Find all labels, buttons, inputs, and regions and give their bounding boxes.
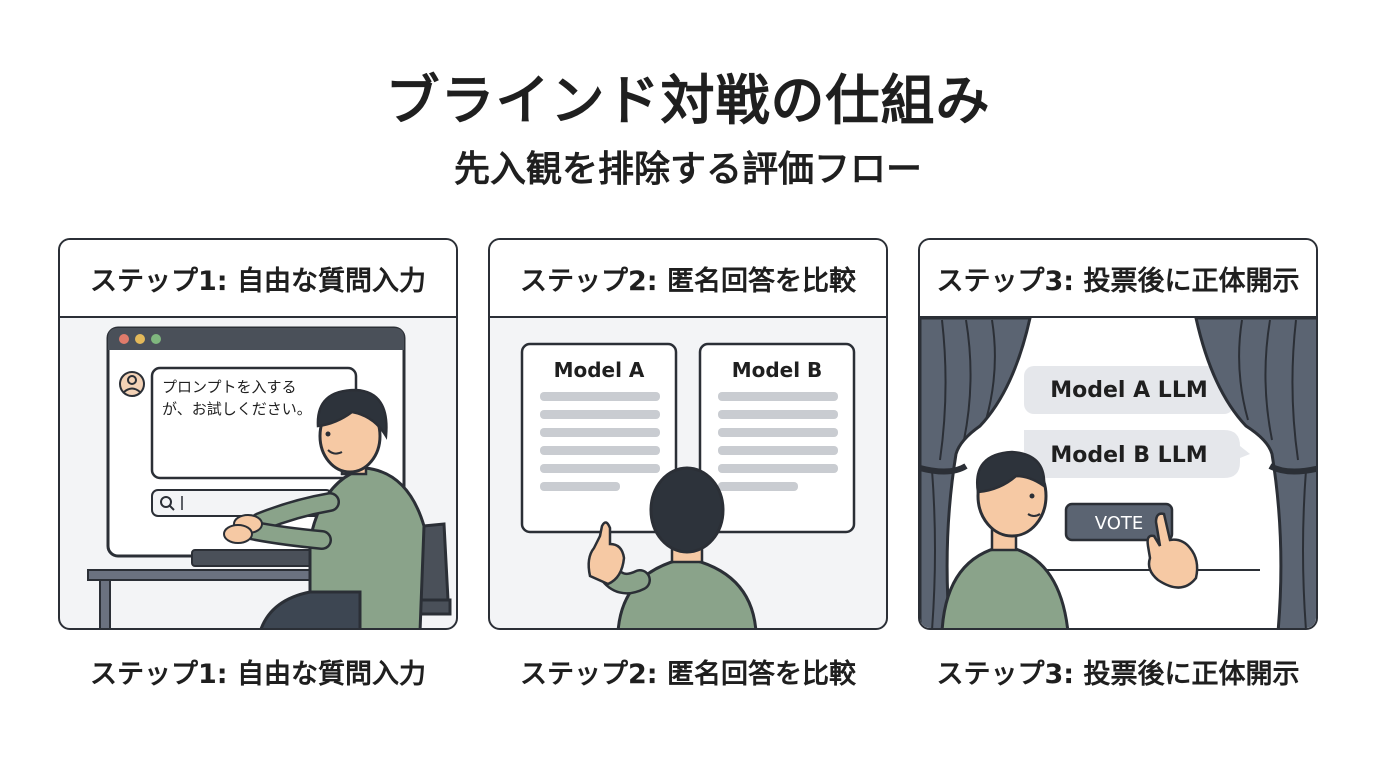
- left-curtain: [920, 316, 1032, 628]
- step1-illustration: プロンプトを入する が、お試しください。: [87, 326, 452, 628]
- person-voter-hair: [975, 450, 1046, 494]
- window-minimize-icon[interactable]: [135, 334, 145, 344]
- vote-button[interactable]: [1064, 502, 1174, 542]
- prompt-text-line1: プロンプトを入する: [162, 378, 297, 396]
- model-b-text-lines: [718, 392, 838, 491]
- step3-panel: ステップ3: 投票後に正体開示 Model A LLM Model B LLM …: [918, 238, 1318, 630]
- reveal-b-bubble: [1024, 430, 1250, 478]
- window-title-bar: [108, 328, 404, 350]
- desk-leg: [99, 579, 111, 628]
- model-a-text-lines: [540, 392, 660, 491]
- window-close-icon[interactable]: [119, 334, 129, 344]
- keyboard: [191, 549, 313, 567]
- pointing-hand-icon: [587, 521, 626, 586]
- left-curtain-tie: [920, 463, 968, 475]
- reveal-a-bubble: [1024, 366, 1234, 414]
- step2-caption: ステップ2: 匿名回答を比較: [520, 659, 856, 690]
- clicking-hand-icon: [1146, 512, 1199, 589]
- step2-illustration: Model A Model B: [520, 342, 856, 628]
- window-maximize-icon[interactable]: [151, 334, 161, 344]
- model-b-label: Model B: [732, 358, 823, 382]
- step2-panel-header: ステップ2: 匿名回答を比較: [490, 240, 886, 318]
- prompt-text-line2: が、お試しください。: [162, 400, 312, 418]
- step1-panel: ステップ1: 自由な質問入力 プロンプトを入する が、お試しください。: [58, 238, 458, 630]
- right-curtain-tie: [1268, 463, 1316, 475]
- step3-caption: ステップ3: 投票後に正体開示: [936, 659, 1300, 690]
- search-icon: [160, 496, 172, 508]
- step1-panel-header: ステップ1: 自由な質問入力: [60, 240, 456, 318]
- step2-panel: ステップ2: 匿名回答を比較 Model A Model B: [488, 238, 888, 630]
- vote-button-label: VOTE: [1095, 513, 1144, 534]
- reveal-a-label: Model A LLM: [1050, 378, 1208, 403]
- person-hair: [316, 388, 388, 440]
- person-pants: [259, 590, 362, 628]
- model-a-label: Model A: [554, 358, 645, 382]
- step3-illustration: Model A LLM Model B LLM VOTE: [920, 316, 1316, 628]
- hand-right: [223, 524, 253, 544]
- person-back-shirt: [616, 556, 758, 628]
- step3-panel-header: ステップ3: 投票後に正体開示: [920, 240, 1316, 318]
- person-back-head: [649, 466, 725, 554]
- reveal-b-label: Model B LLM: [1050, 443, 1207, 468]
- page-title: ブラインド対戦の仕組み: [385, 69, 991, 132]
- step1-caption: ステップ1: 自由な質問入力: [90, 659, 426, 690]
- page-subtitle: 先入観を排除する評価フロー: [453, 149, 922, 190]
- desk: [87, 569, 339, 581]
- right-curtain: [1194, 316, 1316, 628]
